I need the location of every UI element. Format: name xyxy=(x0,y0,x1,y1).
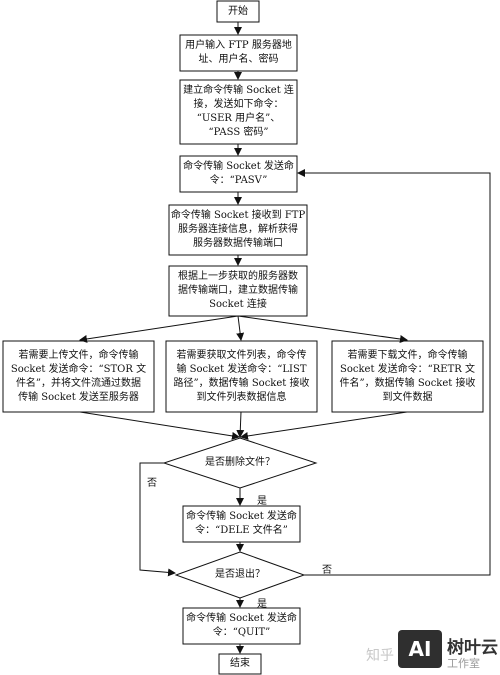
edge-dataconn-upload xyxy=(79,315,239,343)
start-label: 开始 xyxy=(228,5,248,17)
exit-no-label: 否 xyxy=(322,565,332,576)
connect-label: 建立命令传输 Socket 连 接，发送如下命令： “USER 用户名”、 “P… xyxy=(183,85,294,138)
edge-upload-merge xyxy=(79,411,240,440)
delete-question-label: 是否删除文件？ xyxy=(205,457,275,468)
studio-watermark: 工作室 xyxy=(447,657,480,670)
connect-box xyxy=(179,79,298,145)
download-label: 若需要下载文件，命令传输 Socket 发送命令：“RETR 文 件名”，数据传… xyxy=(339,349,476,403)
delete-yes-label: 是 xyxy=(257,496,267,507)
edge-delete-no xyxy=(139,462,176,577)
edge-exit-no xyxy=(297,169,491,576)
exit-question-label: 是否退出？ xyxy=(215,569,265,580)
edge-dataconn-download xyxy=(237,315,408,343)
delete-no-label: 否 xyxy=(147,478,157,489)
quit-box xyxy=(182,607,301,645)
pasv-box xyxy=(179,155,298,193)
end-label: 结束 xyxy=(230,658,250,669)
ai-logo-icon: AI xyxy=(398,630,442,668)
dele-box xyxy=(182,505,301,543)
download-box xyxy=(331,340,484,413)
list-label: 若需要获取文件列表，命令传 输 Socket 发送命令：“LIST 路径”，数据… xyxy=(173,349,310,403)
edge-list-merge xyxy=(236,411,245,438)
pasv-label: 命令传输 Socket 发送命 令：“PASV” xyxy=(183,161,294,186)
exit-yes-label: 是 xyxy=(257,599,267,610)
edge-download-merge xyxy=(240,411,408,440)
dele-label: 命令传输 Socket 发送命 令：“DELE 文件名” xyxy=(186,511,297,536)
data-conn-label: 根据上一步获取的服务器数 据传输端口，建立数据传输 Socket 连接 xyxy=(178,271,298,310)
brand-watermark: 树叶云 xyxy=(447,638,498,658)
recv-label: 命令传输 Socket 接收到 FTP 服务器连接信息，解析获得 服务器数据传输… xyxy=(170,210,306,249)
input-box xyxy=(179,34,298,72)
list-box xyxy=(165,340,318,413)
end-shape xyxy=(218,653,262,675)
upload-label: 若需要上传文件，命令传输 Socket 发送命令：“STOR 文 件名”，并将文… xyxy=(10,349,147,403)
edge-dataconn-list xyxy=(236,315,245,341)
zhihu-watermark: 知乎 xyxy=(366,648,394,664)
quit-label: 命令传输 Socket 发送命 令：“QUIT” xyxy=(186,613,297,638)
input-label: 用户输入 FTP 服务器地 址、用户名、密码 xyxy=(185,40,292,65)
upload-box xyxy=(2,340,155,413)
